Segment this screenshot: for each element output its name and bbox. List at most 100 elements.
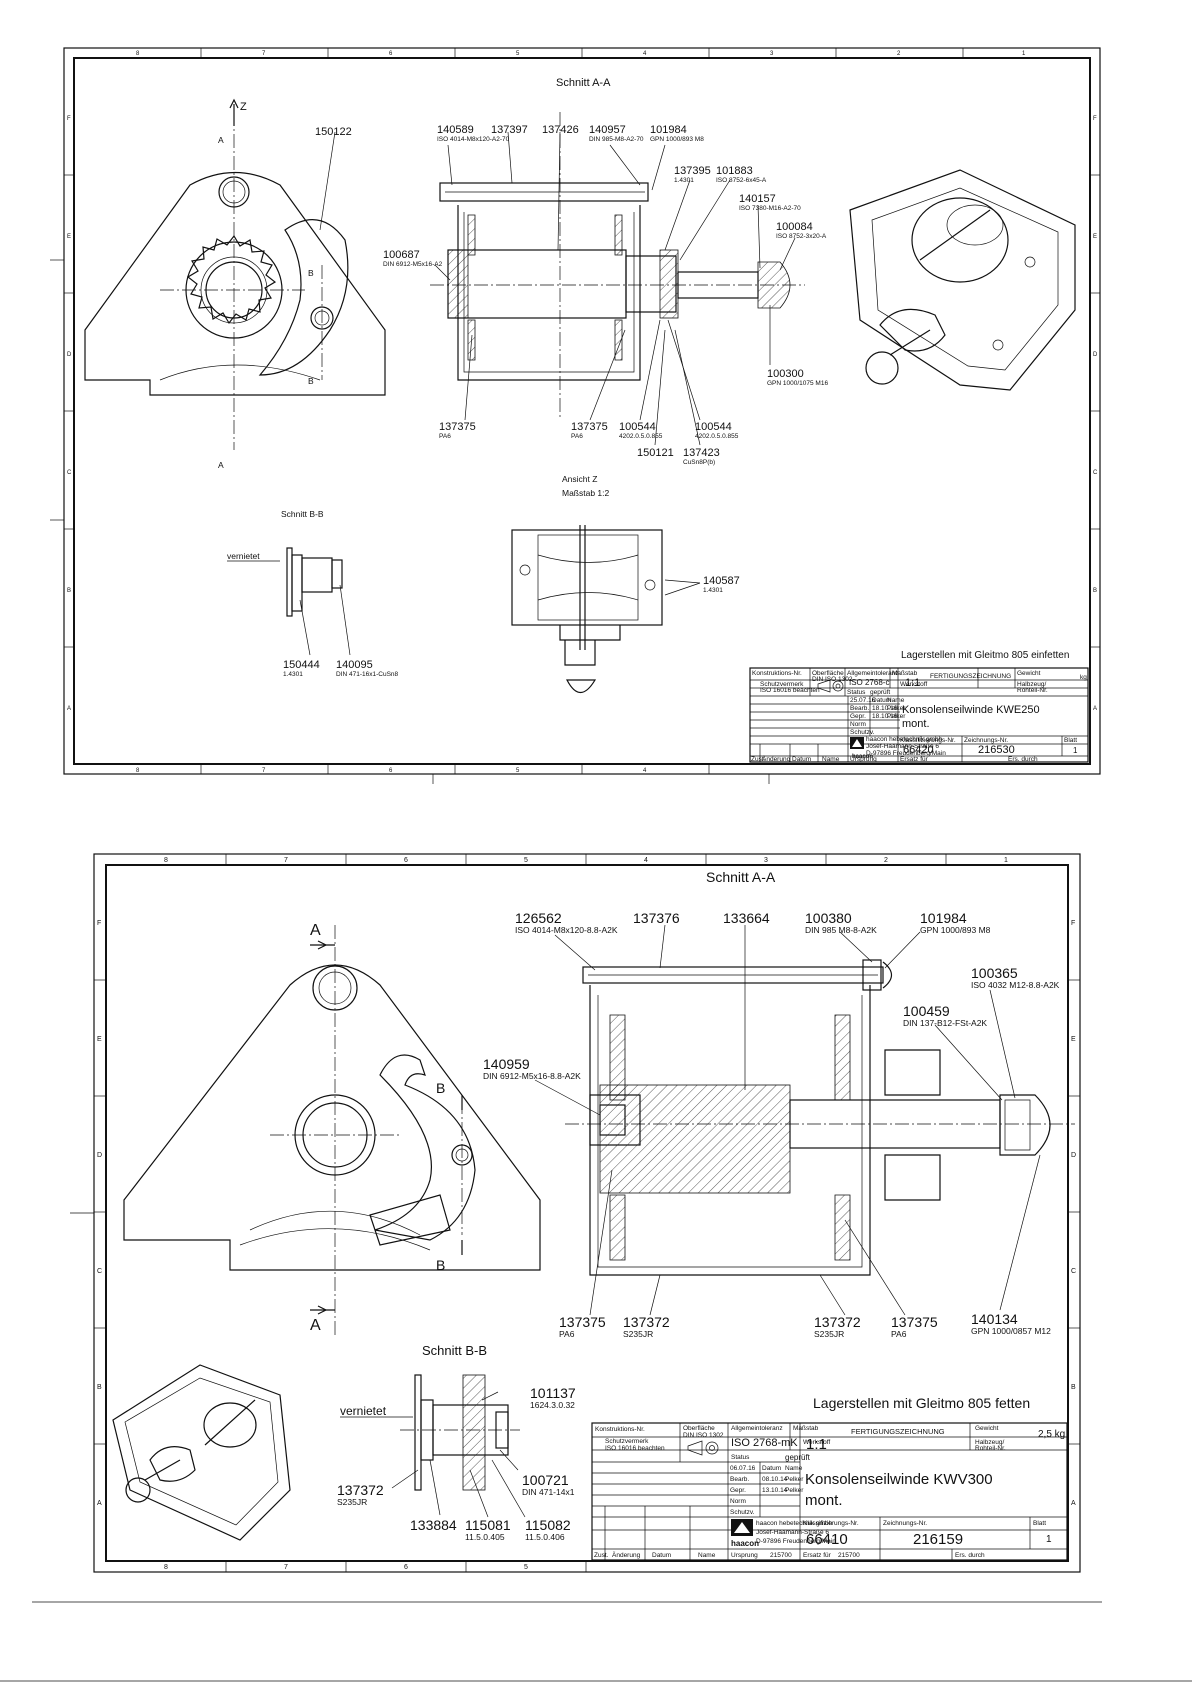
tb1-klass-label: Klassifizierungs-Nr. bbox=[900, 737, 956, 744]
label-137376: 137376 bbox=[633, 910, 680, 926]
tb1-zust: Zust. bbox=[751, 756, 766, 763]
sheet2-section-mark-b-top: B bbox=[436, 1080, 445, 1096]
label-100300: 100300 bbox=[767, 368, 804, 380]
zone-F: F bbox=[67, 116, 71, 122]
zone2-5: 5 bbox=[524, 857, 528, 864]
tb2-city: D-97896 Freudenberg/Main bbox=[756, 1538, 836, 1545]
label-150121: 150121 bbox=[637, 447, 674, 459]
view-z-scale: Maßstab 1:2 bbox=[562, 488, 610, 498]
label-137372-bb-material: S235JR bbox=[337, 1497, 367, 1507]
tb2-title-line2: mont. bbox=[805, 1492, 843, 1509]
section-mark-a-bottom: A bbox=[218, 460, 224, 470]
tb2-gewicht: Gewicht bbox=[975, 1425, 999, 1432]
tb2-zeich-label: Zeichnungs-Nr. bbox=[883, 1520, 927, 1527]
label-140589-spec: ISO 4014-M8x120-A2-70 bbox=[437, 136, 510, 143]
tb2-status-value: geprüft bbox=[785, 1453, 811, 1462]
sheet2-inner-frame bbox=[105, 864, 1069, 1562]
tb2-datum2: Datum bbox=[652, 1552, 671, 1559]
tb1-klass-value: 66420 bbox=[903, 744, 934, 756]
tb2-name2: Name bbox=[698, 1552, 716, 1559]
section-bb-title: Schnitt B-B bbox=[281, 509, 324, 519]
tb1-gewicht: Gewicht bbox=[1017, 670, 1041, 677]
tb1-blatt: 1 bbox=[1073, 746, 1078, 755]
tb2-aenderung: Änderung bbox=[612, 1551, 641, 1559]
zone2-D: D bbox=[97, 1152, 102, 1159]
sheet2-isometric-view bbox=[112, 1364, 291, 1541]
tb1-status: Status bbox=[847, 689, 866, 696]
label-100365: 100365 bbox=[971, 965, 1018, 981]
tb1-zeich-label: Zeichnungs-Nr. bbox=[964, 737, 1008, 744]
tb2-schutzvermerk: Schutzvermerk bbox=[605, 1438, 649, 1445]
tb1-konstruktionsnr: Konstruktions-Nr. bbox=[752, 670, 802, 677]
tb2-street: Josef-Haamann-Straße 6 bbox=[756, 1529, 829, 1536]
zone2-A-right: A bbox=[1071, 1500, 1076, 1507]
label-137372-right: 137372 bbox=[814, 1314, 861, 1330]
label-137395-spec: 1.4301 bbox=[674, 177, 694, 184]
tb1-city: D-97896 Freudenberg/Main bbox=[866, 750, 946, 757]
zone2-1: 1 bbox=[1004, 857, 1008, 864]
tb2-norm: Norm bbox=[730, 1498, 746, 1505]
tb2-weight: 2,5 kg bbox=[1038, 1429, 1065, 1440]
label-150444: 150444 bbox=[283, 659, 320, 671]
label-137372-right-material: S235JR bbox=[814, 1329, 844, 1339]
sheet1-view-z: Ansicht Z Maßstab 1:2 140587 1.4301 bbox=[511, 474, 740, 694]
label-137372-bb: 137372 bbox=[337, 1482, 384, 1498]
tb2-company: haacon hebetechnik gmbh bbox=[756, 1520, 833, 1527]
tb2-bearb: Bearb. bbox=[730, 1476, 749, 1483]
label-140957: 140957 bbox=[589, 124, 626, 136]
zone-B-right: B bbox=[1093, 588, 1097, 594]
tb1-bearb-date: 18.10.16 bbox=[872, 705, 898, 712]
label-140157: 140157 bbox=[739, 193, 776, 205]
sheet-1: 8 7 6 5 4 3 2 1 8 7 6 5 4 F E D C B A F … bbox=[63, 47, 1101, 775]
sheet1-isometric-view bbox=[849, 169, 1076, 391]
sheet1-front-view: Z A A B B 150122 bbox=[84, 98, 386, 470]
sheet2-front-view: A A B B bbox=[123, 922, 541, 1335]
tb2-logo-text: haacon bbox=[731, 1539, 759, 1548]
tb1-norm: Norm bbox=[850, 721, 866, 728]
tb1-logo-text: haacon bbox=[852, 754, 873, 760]
tb1-schutzvermerk-2: ISO 16016 beachten bbox=[760, 687, 820, 694]
tb2-datum: Datum bbox=[762, 1465, 781, 1472]
zone-8-bottom: 8 bbox=[136, 768, 140, 774]
section-aa-title: Schnitt A-A bbox=[556, 77, 611, 89]
zone2-F: F bbox=[97, 920, 101, 927]
tb2-ersatz-value: 215700 bbox=[838, 1552, 860, 1559]
tb2-zeichnr: 216159 bbox=[913, 1531, 963, 1548]
zone-D-right: D bbox=[1093, 352, 1098, 358]
zone-6: 6 bbox=[389, 51, 393, 57]
tb2-halbzeug: Halbzeug/ bbox=[975, 1439, 1004, 1446]
label-100544-right-spec: 4202.0.5.0.855 bbox=[695, 433, 739, 440]
tb2-oberflaeche: Oberfläche bbox=[683, 1425, 715, 1432]
sheet2-section-bb-title: Schnitt B-B bbox=[422, 1343, 487, 1358]
tb2-haacon-logo-icon bbox=[731, 1519, 753, 1536]
label-137375-left: 137375 bbox=[439, 421, 476, 433]
zone-C-right: C bbox=[1093, 470, 1098, 476]
tb2-werkstoff: Werkstoff bbox=[803, 1439, 830, 1446]
tb1-werkstoff: Werkstoff bbox=[900, 681, 927, 688]
riveted-label: vernietet bbox=[227, 551, 260, 561]
section-mark-b-bottom: B bbox=[308, 376, 314, 386]
label-137375-left-material: PA6 bbox=[559, 1329, 575, 1339]
label-100459: 100459 bbox=[903, 1003, 950, 1019]
zone2-7: 7 bbox=[284, 857, 288, 864]
label-140095-spec: DIN 471-16x1-CuSn8 bbox=[336, 671, 399, 678]
section-mark-b-top: B bbox=[308, 268, 314, 278]
zone-6-bottom: 6 bbox=[389, 768, 393, 774]
sheet2-section-bb: Schnitt B-B vernietet 101137 1624.3.0.32… bbox=[337, 1343, 576, 1542]
sheet1-zone-ticks bbox=[64, 48, 1100, 774]
zone-A: A bbox=[67, 706, 71, 712]
label-140587: 140587 bbox=[703, 575, 740, 587]
tb1-haacon-logo-icon bbox=[850, 737, 864, 749]
sheet2-section-mark-b-bottom: B bbox=[436, 1257, 445, 1273]
label-100459-spec: DIN 137-B12-FSt-A2K bbox=[903, 1018, 987, 1028]
label-140587-material: 1.4301 bbox=[703, 587, 723, 594]
tb2-status: Status bbox=[731, 1454, 750, 1461]
tb1-oberflaeche-std: DIN ISO 1302 bbox=[812, 676, 853, 683]
sheet1-title-block: Konstruktions-Nr. Oberfläche DIN ISO 130… bbox=[749, 667, 1089, 763]
zone2-A: A bbox=[97, 1500, 102, 1507]
tb1-datum2: Datum bbox=[792, 756, 811, 763]
zone-E-right: E bbox=[1093, 234, 1097, 240]
zone2-6: 6 bbox=[404, 857, 408, 864]
label-101883: 101883 bbox=[716, 165, 753, 177]
